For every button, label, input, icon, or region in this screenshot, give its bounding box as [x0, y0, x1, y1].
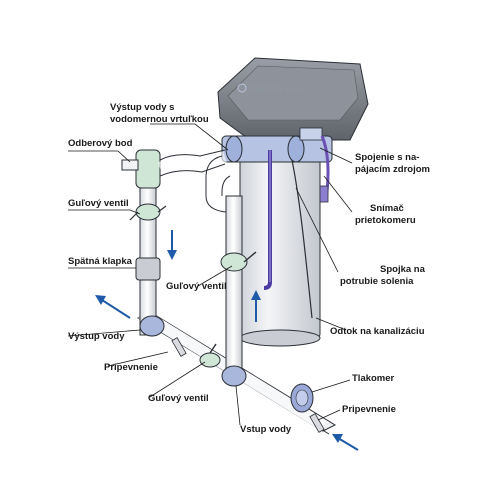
clamp-right	[309, 413, 325, 433]
label-ball-valve-bottom: Guľový ventil	[148, 393, 209, 404]
label-brine-coupling-2: potrubie solenia	[340, 276, 414, 287]
arrow-out-icon	[95, 295, 131, 319]
labels: Výstup vody s vodomernou vrtuľkou Odbero…	[68, 102, 430, 435]
inlet-vertical-pipe	[205, 155, 257, 377]
clamp-left	[171, 337, 187, 357]
label-power-connection-1: Spojenie s na-	[355, 152, 419, 163]
drain-hose	[291, 135, 330, 319]
arrow-up-icon	[251, 290, 261, 322]
label-mounting-left: Pripevnenie	[104, 362, 158, 373]
tap-point-tee	[121, 149, 227, 189]
label-water-inlet: Vstup vody	[240, 424, 292, 435]
outlet-fitting	[139, 315, 165, 337]
label-mounting-right: Pripevnenie	[342, 404, 396, 415]
valve-manifold	[221, 127, 333, 163]
control-head: Danum s.r.o.	[217, 57, 369, 141]
label-power-connection-2: pájacím zdrojom	[355, 164, 430, 175]
ball-valve-left	[135, 203, 161, 221]
ball-valve-bottom	[199, 352, 221, 368]
label-drain: Odtok na kanalizáciu	[330, 326, 425, 337]
arrow-in-icon	[332, 434, 359, 451]
softener-tank	[239, 139, 321, 347]
pipe-fittings	[139, 315, 325, 433]
flow-arrows	[95, 230, 359, 451]
label-outlet-with-meter-2: vodomernou vrtuľkou	[110, 114, 209, 125]
label-tap-point: Odberový bod	[68, 138, 133, 149]
label-flow-sensor-1: Snímač	[370, 203, 404, 214]
inlet-fitting	[221, 365, 247, 387]
label-pressure-gauge: Tlakomer	[352, 373, 395, 384]
check-valve	[135, 257, 161, 281]
label-check-valve: Spätná klapka	[68, 256, 133, 267]
brand-text: Danum s.r.o.	[250, 84, 307, 95]
ball-valve-middle	[220, 252, 248, 272]
brand-logo-icon	[237, 83, 247, 93]
label-flow-sensor-2: prietokomeru	[355, 215, 416, 226]
label-ball-valve-middle: Guľový ventil	[166, 281, 227, 292]
brine-line	[263, 150, 272, 290]
label-brine-coupling-1: Spojka na	[380, 264, 426, 275]
label-outlet-with-meter-1: Výstup vody s	[110, 102, 174, 113]
arrow-down-icon	[167, 230, 177, 260]
leader-lines	[67, 123, 353, 426]
label-water-outlet: Výstup vody	[68, 331, 125, 342]
label-ball-valve-left: Guľový ventil	[68, 198, 129, 209]
